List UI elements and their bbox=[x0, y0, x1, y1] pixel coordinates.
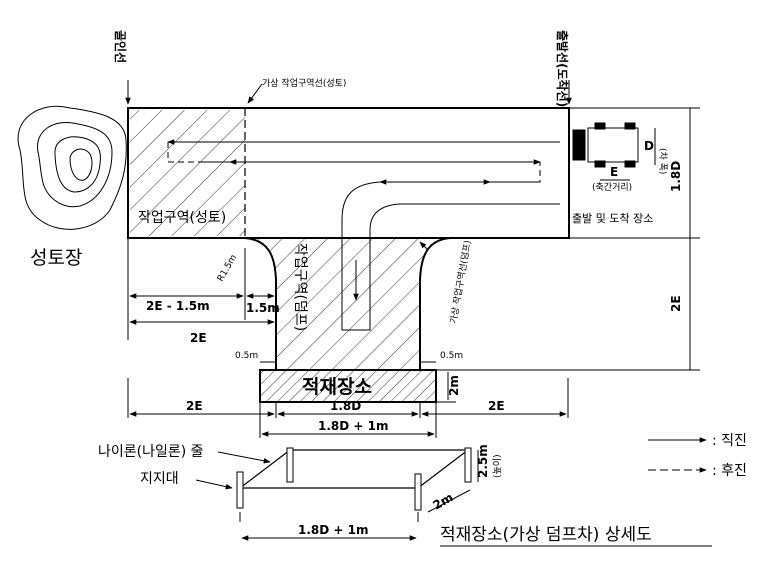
start-arrival-label: 출발 및 도착 장소 bbox=[572, 212, 653, 225]
legend-backward: : 후진 bbox=[712, 463, 747, 479]
dim-2e-right: 2E bbox=[669, 295, 683, 312]
detail-width: 1.8D + 1m bbox=[298, 523, 368, 537]
start-line-label: 출발선(도착선) bbox=[555, 30, 570, 107]
virtual-dump-pointer bbox=[419, 241, 429, 251]
vehicle-e-label: E bbox=[610, 165, 618, 179]
support-label: 지지대 bbox=[140, 471, 179, 487]
contour-4 bbox=[69, 148, 93, 181]
support-posts bbox=[236, 447, 472, 511]
dim-18d: 1.8D bbox=[669, 161, 683, 192]
nylon-pointer bbox=[217, 451, 271, 464]
dim-load-height: 2m bbox=[447, 375, 461, 396]
detail-depth-dim bbox=[427, 489, 471, 513]
contour-3 bbox=[54, 136, 101, 193]
dim-2e-minus: 2E - 1.5m bbox=[146, 299, 210, 313]
dim-15: 1.5m bbox=[246, 301, 280, 315]
gap-left: 0.5m bbox=[235, 351, 258, 361]
virtual-fill-pointer bbox=[247, 83, 263, 104]
path-forward-mid bbox=[341, 181, 560, 331]
support-pointer bbox=[195, 479, 233, 490]
dim-load-width: 1.8D bbox=[330, 399, 361, 413]
detail-title: 적재장소(가상 덤프차) 상세도 bbox=[440, 525, 652, 545]
work-area-dump-label: 작업구역(덤프) bbox=[292, 243, 308, 331]
virtual-dump-label: 가상 작업구역선(덤프) bbox=[447, 239, 473, 324]
loading-area-label: 적재장소 bbox=[302, 376, 372, 398]
vehicle-width-label: (차 폭) bbox=[657, 148, 669, 174]
dim-load-width-plus: 1.8D + 1m bbox=[318, 419, 388, 433]
dim-2e: 2E bbox=[190, 331, 207, 345]
vehicle-axle-label: (축간거리) bbox=[592, 182, 632, 193]
contour-2 bbox=[37, 122, 113, 208]
legend-forward: : 직진 bbox=[712, 433, 747, 449]
dim-bottom-2e-left: 2E bbox=[186, 399, 203, 413]
contour-1 bbox=[17, 105, 127, 230]
mound-contour-group bbox=[17, 105, 127, 230]
detail-height-unit: (높이) bbox=[492, 454, 503, 478]
fill-work-area bbox=[130, 110, 245, 236]
finish-line-label: 골인선 bbox=[113, 30, 128, 63]
work-area-fill-label: 작업구역(성토) bbox=[138, 210, 226, 226]
virtual-fill-label: 가상 작업구역선(성토) bbox=[262, 78, 346, 89]
mound-label: 성토장 bbox=[30, 247, 82, 269]
dim-bottom-2e-right: 2E bbox=[488, 399, 505, 413]
detail-height: 2.5m bbox=[476, 444, 490, 478]
loading-area bbox=[259, 369, 437, 403]
nylon-rope-label: 나이론(나일론) 줄 bbox=[98, 444, 204, 460]
vehicle-icon bbox=[572, 122, 639, 168]
gap-right: 0.5m bbox=[440, 351, 463, 361]
dim-r15: R1.5m bbox=[216, 253, 239, 283]
vehicle-d-label: D bbox=[644, 139, 654, 153]
driving-paths bbox=[167, 139, 560, 331]
